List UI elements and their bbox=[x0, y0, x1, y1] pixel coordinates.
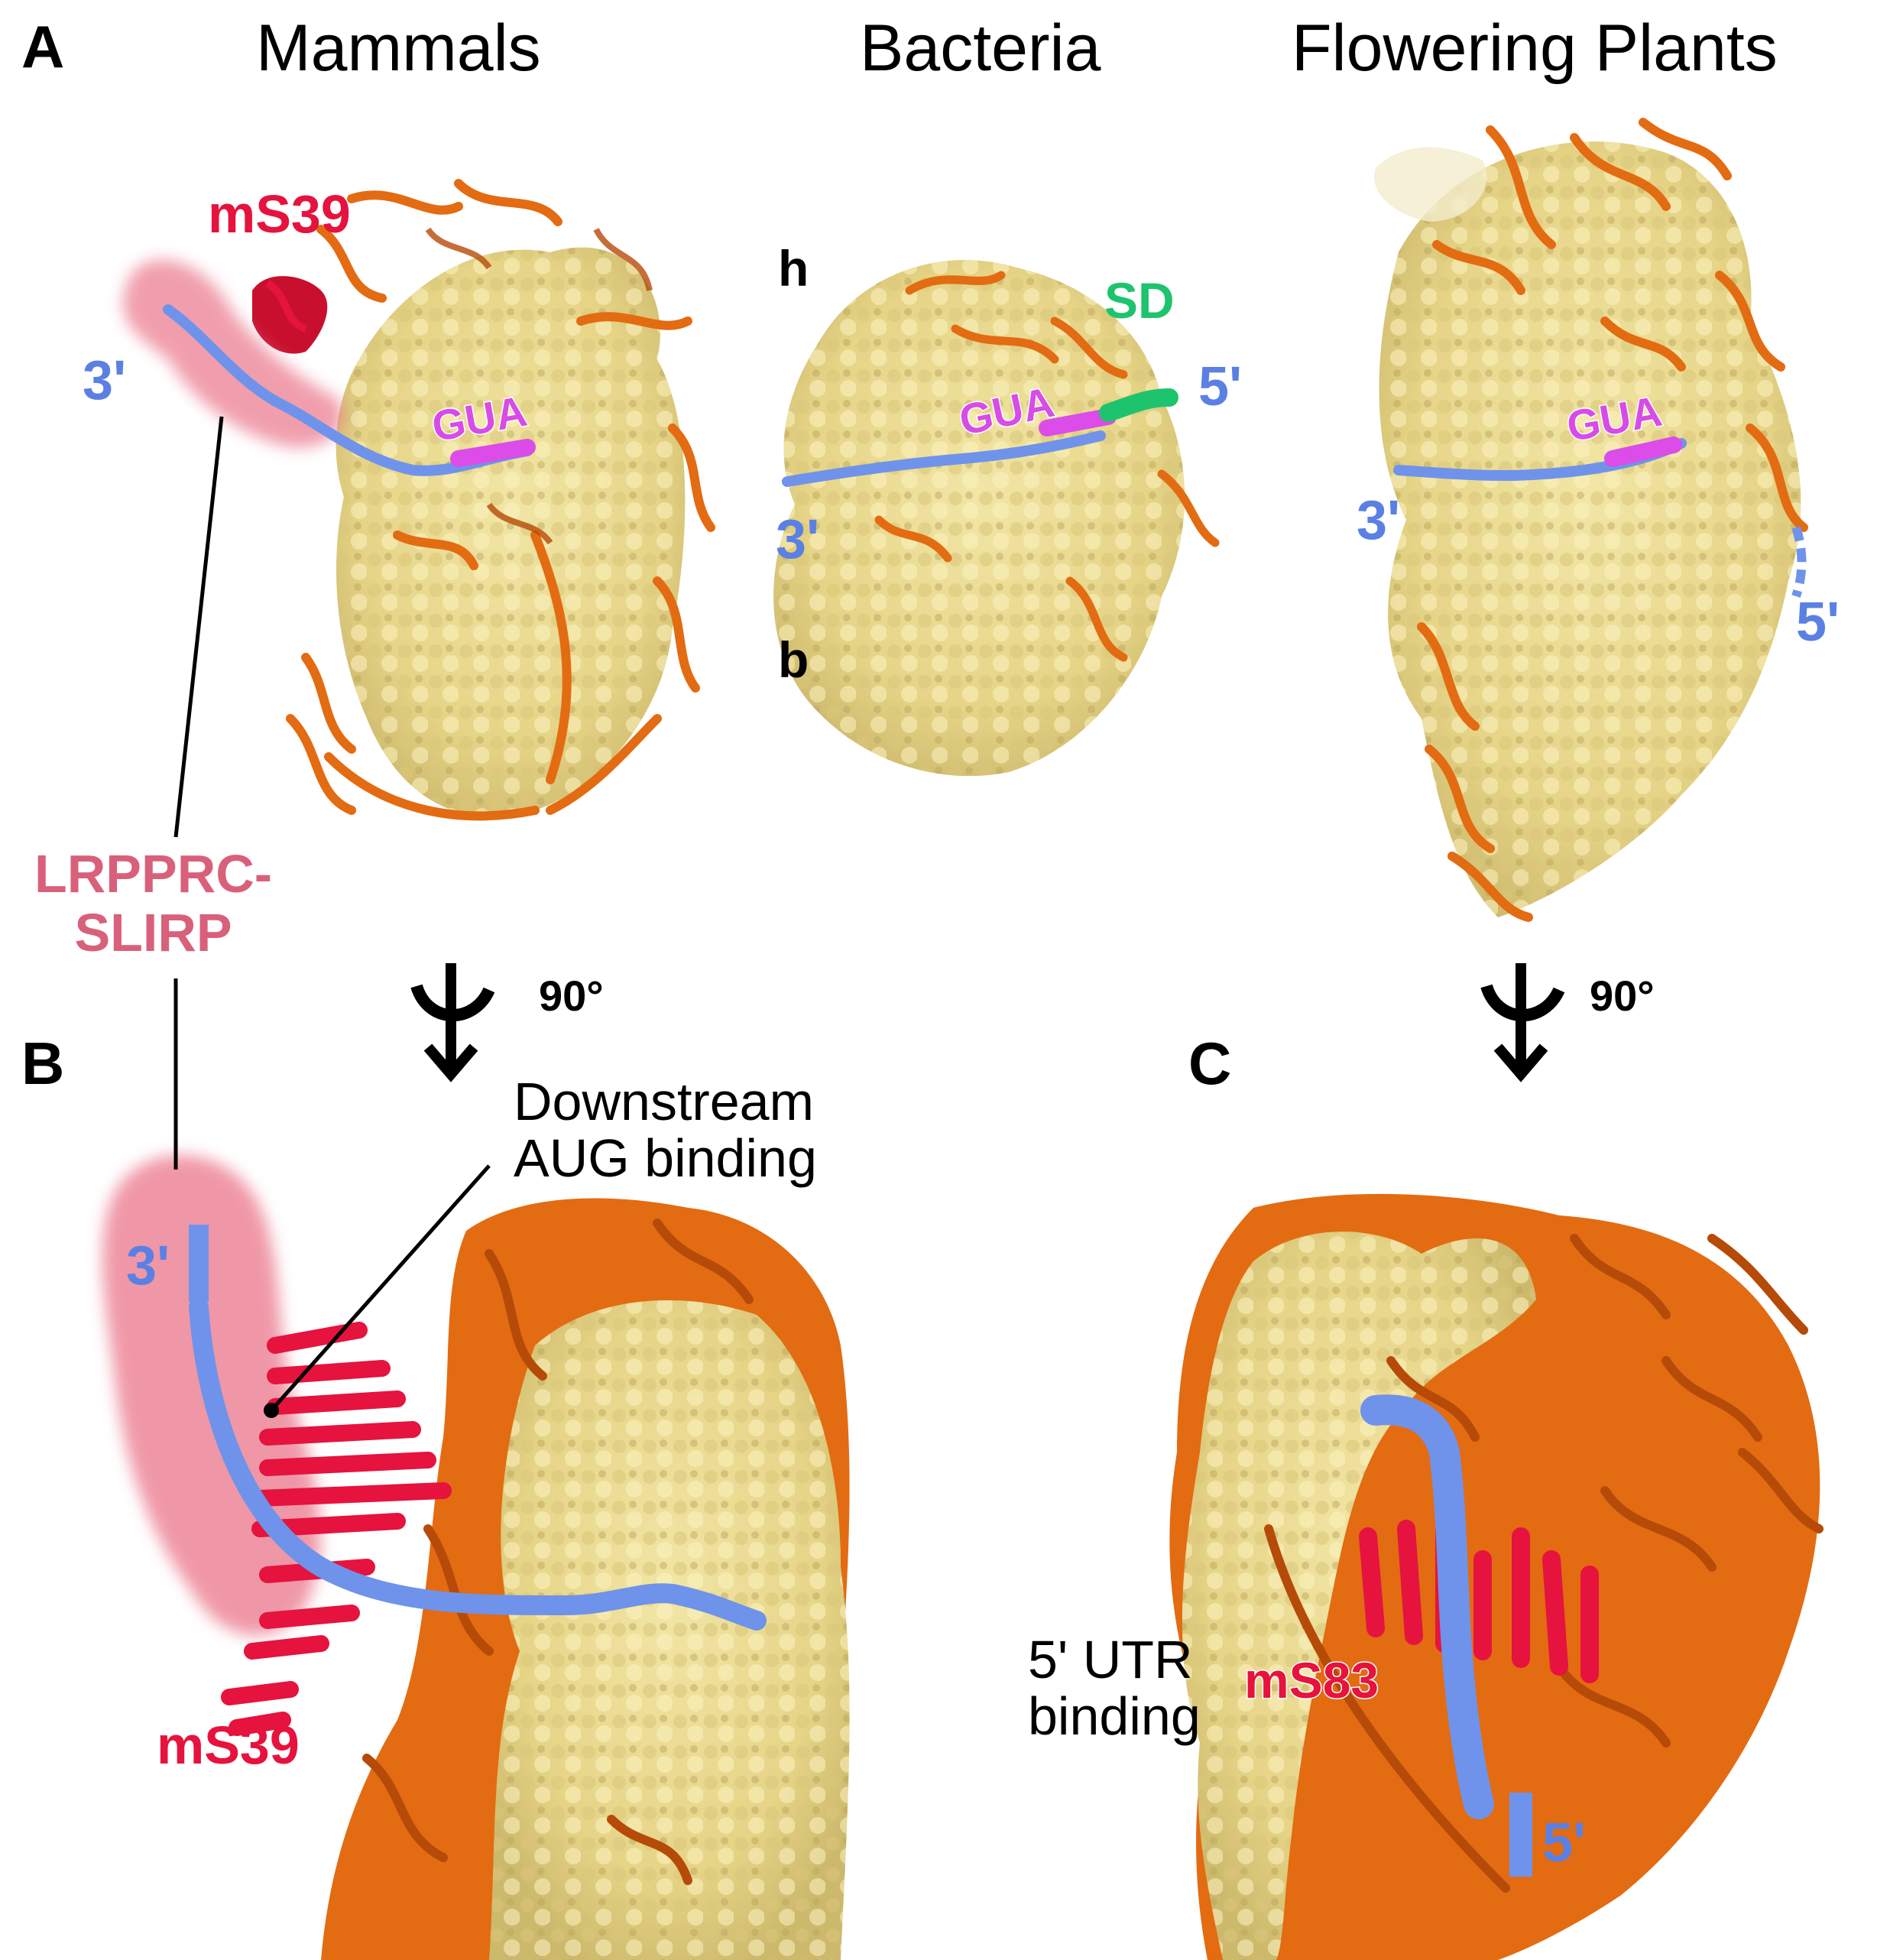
sd-label: SD bbox=[1104, 272, 1175, 329]
rotation-arrow-left-icon bbox=[410, 963, 495, 1082]
downstream-line2: AUG binding bbox=[514, 1128, 817, 1188]
ms39-label-top: mS39 bbox=[208, 184, 351, 244]
rotation-label-left: 90° bbox=[539, 972, 604, 1020]
panel-label-a: A bbox=[21, 13, 65, 80]
leader-lrpprc-a bbox=[173, 416, 224, 838]
utr-line1: 5' UTR bbox=[1028, 1630, 1193, 1689]
mammal-ribosome-rotated bbox=[321, 1198, 850, 1960]
ms39-label-bottom: mS39 bbox=[157, 1715, 300, 1775]
panel-label-b: B bbox=[21, 1030, 65, 1097]
mrna-plant bbox=[1393, 436, 1807, 598]
plant-ribosome bbox=[1374, 118, 1808, 922]
three-prime-label-b: 3' bbox=[126, 1235, 170, 1296]
organism-bacteria: Bacteria bbox=[860, 11, 1101, 85]
body-label: b bbox=[778, 631, 809, 688]
ms39-ppr-repeats bbox=[221, 1322, 452, 1736]
leader-downstream bbox=[270, 1164, 491, 1412]
rotation-label-right: 90° bbox=[1590, 972, 1655, 1020]
organism-flowering-plants: Flowering Plants bbox=[1292, 11, 1778, 85]
downstream-line1: Downstream bbox=[514, 1072, 814, 1131]
lrpprc-density-top bbox=[123, 259, 343, 448]
mrna-c bbox=[1360, 1394, 1532, 1877]
lrpprc-line1: LRPPRC- bbox=[34, 844, 273, 904]
leader-downstream-dot bbox=[264, 1403, 279, 1418]
bacteria-ribosome bbox=[773, 260, 1220, 777]
ms83-label: mS83 bbox=[1243, 1652, 1379, 1709]
ms39-density-top bbox=[252, 276, 328, 354]
three-prime-label-plant: 3' bbox=[1357, 490, 1401, 551]
three-prime-label-a: 3' bbox=[83, 350, 127, 411]
organism-mammals: Mammals bbox=[256, 11, 541, 85]
rotation-arrow-right-icon bbox=[1480, 963, 1565, 1082]
five-prime-label-plant: 5' bbox=[1796, 592, 1840, 653]
five-utr-label: 5' UTR binding bbox=[1028, 1630, 1201, 1746]
downstream-aug-label: Downstream AUG binding bbox=[514, 1072, 817, 1188]
five-prime-label-bacteria: 5' bbox=[1198, 356, 1243, 417]
plant-ribosome-rotated bbox=[1169, 1193, 1824, 1960]
mammal-ribosome bbox=[286, 179, 715, 821]
mrna-a bbox=[163, 304, 536, 476]
five-prime-label-c: 5' bbox=[1542, 1812, 1587, 1874]
utr-line2: binding bbox=[1028, 1686, 1201, 1746]
three-prime-label-bacteria: 3' bbox=[776, 509, 820, 570]
mrna-b bbox=[189, 1225, 767, 1631]
mrna-bacteria bbox=[782, 388, 1178, 487]
panel-label-c: C bbox=[1188, 1030, 1232, 1097]
lrpprc-line2: SLIRP bbox=[74, 903, 232, 962]
lrpprc-slirp-label: LRPPRC- SLIRP bbox=[34, 845, 272, 962]
head-label: h bbox=[778, 240, 809, 297]
